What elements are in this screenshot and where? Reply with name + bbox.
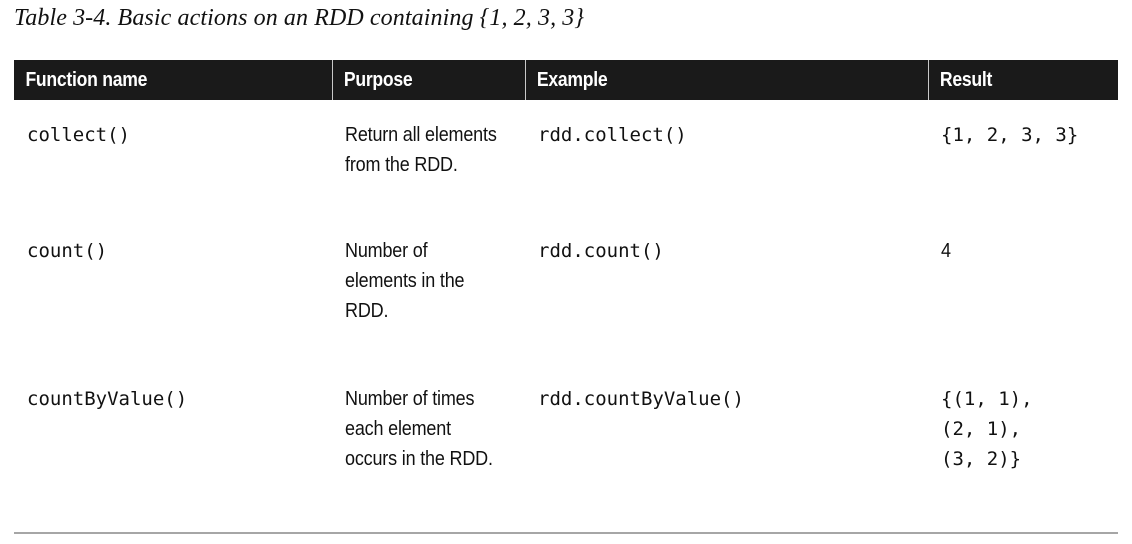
- cell-example: rdd.countByValue(): [525, 371, 928, 544]
- column-header-example: Example: [524, 60, 880, 100]
- cell-example: rdd.collect(): [525, 100, 928, 220]
- table-header: Function name Purpose Example Result: [14, 60, 1118, 100]
- function-name-text: collect(): [27, 124, 130, 146]
- purpose-text: Return all elements from the RDD.: [345, 124, 497, 176]
- result-text: 4: [941, 240, 951, 262]
- cell-result: {(1, 1), (2, 1), (3, 2)}: [928, 371, 1118, 544]
- table-body: collect() Return all elements from the R…: [14, 100, 1118, 544]
- column-header-function-name: Function name: [14, 60, 294, 100]
- purpose-text: Number of times each element occurs in t…: [345, 388, 493, 470]
- purpose-text: Number of elements in the RDD.: [345, 240, 465, 322]
- cell-function-name: count(): [14, 220, 332, 371]
- cell-result: {1, 2, 3, 3}: [928, 100, 1118, 220]
- column-header-result: Result: [927, 60, 1096, 100]
- cell-purpose: Return all elements from the RDD.: [332, 100, 525, 220]
- example-text: rdd.collect(): [538, 124, 687, 146]
- page-bottom-rule: [14, 532, 1118, 534]
- table-row: collect() Return all elements from the R…: [14, 100, 1118, 220]
- table-container: Function name Purpose Example Result col…: [14, 60, 1118, 544]
- table-caption: Table 3-4. Basic actions on an RDD conta…: [14, 5, 585, 31]
- cell-purpose: Number of elements in the RDD.: [332, 220, 525, 371]
- cell-function-name: countByValue(): [14, 371, 332, 544]
- header-row: Function name Purpose Example Result: [14, 60, 1118, 100]
- example-text: rdd.count(): [538, 240, 664, 262]
- rdd-actions-table: Function name Purpose Example Result col…: [14, 60, 1118, 544]
- result-text: {(1, 1), (2, 1), (3, 2)}: [941, 388, 1033, 470]
- result-text: {1, 2, 3, 3}: [941, 124, 1079, 146]
- cell-example: rdd.count(): [525, 220, 928, 371]
- cell-result: 4: [928, 220, 1118, 371]
- function-name-text: countByValue(): [27, 388, 188, 410]
- cell-function-name: collect(): [14, 100, 332, 220]
- cell-purpose: Number of times each element occurs in t…: [332, 371, 525, 544]
- function-name-text: count(): [27, 240, 108, 262]
- table-row: count() Number of elements in the RDD. r…: [14, 220, 1118, 371]
- table-row: countByValue() Number of times each elem…: [14, 371, 1118, 544]
- column-header-purpose: Purpose: [331, 60, 502, 100]
- example-text: rdd.countByValue(): [538, 388, 744, 410]
